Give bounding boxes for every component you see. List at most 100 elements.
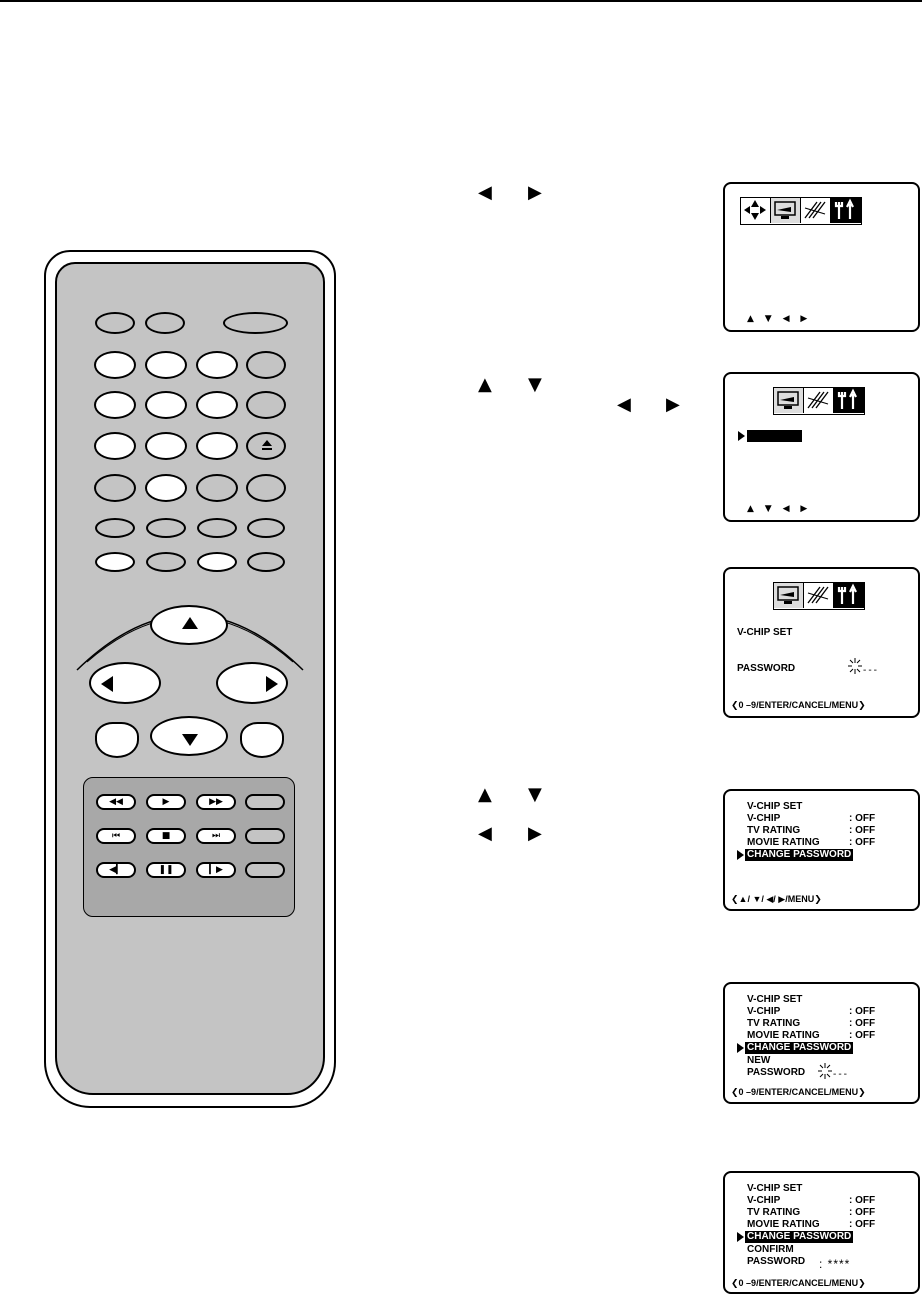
up-arrow-glyph: ▲ <box>478 374 492 395</box>
remote-button[interactable] <box>146 518 186 538</box>
row-label: MOVIE RATING <box>747 837 820 848</box>
row-label: MOVIE RATING <box>747 1219 820 1230</box>
remote-button[interactable] <box>246 391 286 419</box>
skip-forward-button[interactable]: ⏭ <box>196 828 236 844</box>
vchip-set-title: V-CHIP SET <box>747 1183 803 1194</box>
remote-button[interactable] <box>245 862 285 878</box>
row-label: V-CHIP <box>747 1195 781 1206</box>
footer-hint-text: 0 –9/ENTER/CANCEL/MENU <box>738 1087 859 1097</box>
remote-button[interactable] <box>145 312 185 334</box>
selection-pointer-icon <box>737 1232 744 1242</box>
channel-icon <box>804 388 834 413</box>
password-value: --- <box>833 1069 849 1080</box>
eject-button[interactable] <box>246 432 286 460</box>
step-back-button[interactable]: ◀▎ <box>96 862 136 878</box>
selected-item: CHANGE PASSWORD <box>745 1231 854 1243</box>
play-button[interactable]: ▶ <box>146 794 186 810</box>
setup-icon <box>774 388 804 413</box>
eject-bar <box>262 448 272 450</box>
remote-button[interactable] <box>197 552 237 572</box>
row-value: : OFF <box>849 1207 876 1218</box>
right-button[interactable] <box>216 662 288 704</box>
up-button[interactable] <box>150 605 228 645</box>
rewind-button[interactable]: ◀◀ <box>96 794 136 810</box>
down-arrow-glyph: ▼ <box>528 374 542 395</box>
osd-screen-3: V-CHIP SET PASSWORD --- ❮0 –9/ENTER/CANC… <box>723 567 920 718</box>
remote-button[interactable] <box>95 312 135 334</box>
eject-icon <box>262 440 272 446</box>
selected-item-bar <box>747 430 802 442</box>
fast-forward-button[interactable]: ▶▶ <box>196 794 236 810</box>
remote-button[interactable] <box>94 391 136 419</box>
footer-hint: ❮▲/ ▼/ ◀/ ▶/MENU❯ <box>731 893 822 905</box>
stop-button[interactable]: ■ <box>146 828 186 844</box>
skip-back-button[interactable]: ⏮ <box>96 828 136 844</box>
remote-button[interactable] <box>146 552 186 572</box>
down-button[interactable] <box>150 716 228 756</box>
row-label: V-CHIP <box>747 1006 781 1017</box>
picture-adjust-icon <box>741 198 771 223</box>
remote-button[interactable] <box>247 552 285 572</box>
remote-button[interactable] <box>196 351 238 379</box>
left-arrow-glyph: ◀ <box>478 823 492 844</box>
channel-icon <box>801 198 831 223</box>
footer-left-bracket: ❮ <box>731 1087 739 1097</box>
menu-icon-strip <box>773 582 865 610</box>
row-value: : OFF <box>849 825 876 836</box>
pause-button[interactable]: ❚❚ <box>146 862 186 878</box>
remote-button[interactable] <box>95 518 135 538</box>
remote-button[interactable] <box>197 518 237 538</box>
setup-icon <box>774 583 804 608</box>
password-label: PASSWORD <box>747 1067 806 1078</box>
remote-button[interactable] <box>246 474 286 502</box>
row-value: : OFF <box>849 1006 876 1017</box>
nav-hint: ▲ ▼ ◀ ▶ <box>747 314 812 324</box>
remote-button[interactable] <box>247 518 285 538</box>
footer-hint: ❮0 –9/ENTER/CANCEL/MENU❯ <box>731 699 866 711</box>
vchip-set-title: V-CHIP SET <box>737 627 793 638</box>
password-label: PASSWORD <box>747 1256 806 1267</box>
row-value: : OFF <box>849 1195 876 1206</box>
remote-button[interactable] <box>196 432 238 460</box>
blinking-cursor-icon <box>848 658 862 674</box>
remote-button[interactable] <box>246 351 286 379</box>
new-label: NEW <box>747 1055 771 1066</box>
right-arrow-glyph: ▶ <box>528 823 542 844</box>
tools-icon <box>834 388 864 413</box>
row-label: TV RATING <box>747 1207 801 1218</box>
vchip-set-title: V-CHIP SET <box>747 801 803 812</box>
remote-button[interactable] <box>245 828 285 844</box>
right-arrow-icon <box>266 676 278 692</box>
remote-button[interactable] <box>94 432 136 460</box>
remote-button[interactable] <box>196 474 238 502</box>
remote-button[interactable] <box>94 474 136 502</box>
remote-button[interactable] <box>145 351 187 379</box>
left-arrow-glyph: ◀ <box>617 394 631 415</box>
remote-button[interactable] <box>196 391 238 419</box>
tools-icon <box>831 198 861 223</box>
top-rule <box>0 0 922 2</box>
row-value: : OFF <box>849 1219 876 1230</box>
remote-button[interactable] <box>95 552 135 572</box>
remote-button[interactable] <box>145 474 187 502</box>
remote-button[interactable] <box>94 351 136 379</box>
row-label: TV RATING <box>747 825 801 836</box>
left-arrow-glyph: ◀ <box>478 182 492 203</box>
tools-icon <box>834 583 864 608</box>
left-arrow-icon <box>101 676 113 692</box>
remote-button[interactable] <box>145 391 187 419</box>
selected-item: CHANGE PASSWORD <box>745 849 854 861</box>
step-forward-button[interactable]: ▎▶ <box>196 862 236 878</box>
blinking-cursor-icon <box>818 1063 832 1079</box>
left-button[interactable] <box>89 662 161 704</box>
remote-button[interactable] <box>145 432 187 460</box>
remote-button[interactable] <box>95 722 139 758</box>
osd-screen-2: ▲ ▼ ◀ ▶ <box>723 372 920 522</box>
remote-button[interactable] <box>245 794 285 810</box>
down-arrow-glyph: ▼ <box>528 784 542 805</box>
selection-pointer-icon <box>738 431 745 441</box>
remote-button[interactable] <box>240 722 284 758</box>
remote-button[interactable] <box>223 312 288 334</box>
osd-screen-5: V-CHIP SET V-CHIP : OFF TV RATING : OFF … <box>723 982 920 1104</box>
up-arrow-icon <box>182 617 198 629</box>
